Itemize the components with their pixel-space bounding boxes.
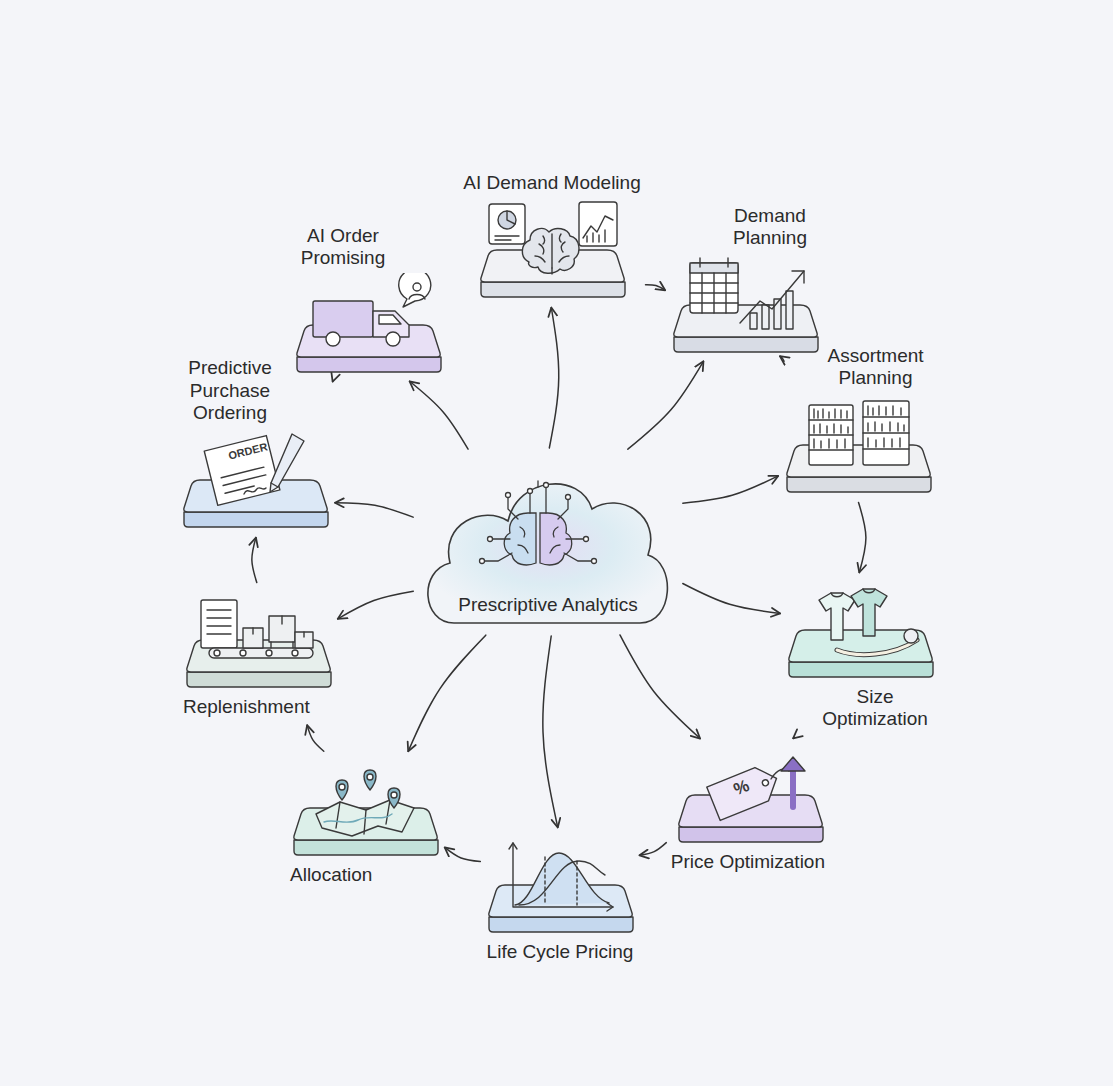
cloud-hub: Prescriptive Analytics xyxy=(418,453,678,631)
platform-tile xyxy=(477,198,627,303)
flow-arrow xyxy=(307,725,324,751)
flow-arrow xyxy=(252,537,257,582)
flow-arrow xyxy=(780,356,784,361)
platform-node: Price Optimization xyxy=(671,743,825,876)
flow-arrow xyxy=(410,381,468,449)
flow-arrow xyxy=(683,476,778,503)
flow-arrow xyxy=(792,737,794,739)
platform-node: Demand Planning xyxy=(670,202,820,358)
tile-drawing xyxy=(477,198,627,303)
platform-node: Assortment Planning xyxy=(783,342,933,498)
platform-node: Replenishment xyxy=(183,588,333,721)
node-label: AI Demand Modeling xyxy=(463,172,640,194)
node-label: Life Cycle Pricing xyxy=(487,941,634,963)
flow-arrow xyxy=(335,503,413,517)
flow-arrow xyxy=(445,847,481,861)
flow-arrow xyxy=(859,503,866,573)
tile-drawing xyxy=(485,833,635,938)
node-label: Assortment Planning xyxy=(818,345,933,390)
flow-arrow xyxy=(408,635,486,751)
platform-node: Allocation xyxy=(290,756,440,889)
flow-arrow xyxy=(620,635,700,739)
tile-drawing xyxy=(785,578,935,683)
flow-arrow xyxy=(338,591,414,619)
tile-drawing xyxy=(293,273,443,378)
tile-drawing xyxy=(783,393,933,498)
platform-tile xyxy=(670,253,820,358)
node-label: Allocation xyxy=(290,864,372,886)
platform-node: AI Demand Modeling xyxy=(463,169,640,302)
flow-arrow xyxy=(549,308,558,449)
node-label: Price Optimization xyxy=(671,851,825,873)
platform-tile xyxy=(785,578,935,683)
platform-tile xyxy=(783,393,933,498)
platform-tile xyxy=(293,273,443,378)
platform-node: Size Optimization xyxy=(785,578,935,734)
node-label: Size Optimization xyxy=(815,686,935,731)
tile-drawing xyxy=(290,756,440,861)
node-label: Demand Planning xyxy=(720,205,820,250)
platform-tile xyxy=(183,588,333,693)
tile-drawing xyxy=(183,588,333,693)
platform-tile xyxy=(290,756,440,861)
node-label: AI Order Promising xyxy=(293,225,393,270)
flow-arrow xyxy=(646,285,666,291)
flow-arrow xyxy=(543,636,558,828)
node-label: Prescriptive Analytics xyxy=(458,594,638,628)
node-label: Replenishment xyxy=(183,696,310,718)
platform-tile xyxy=(485,833,635,938)
flow-arrow xyxy=(628,361,704,449)
flow-arrow xyxy=(332,380,334,382)
node-label: Predictive Purchase Ordering xyxy=(180,357,280,424)
flow-arrow xyxy=(683,583,780,613)
tile-drawing xyxy=(670,253,820,358)
platform-node: Life Cycle Pricing xyxy=(485,833,635,966)
platform-node: AI Order Promising xyxy=(293,222,443,378)
flow-arrow xyxy=(640,843,667,856)
